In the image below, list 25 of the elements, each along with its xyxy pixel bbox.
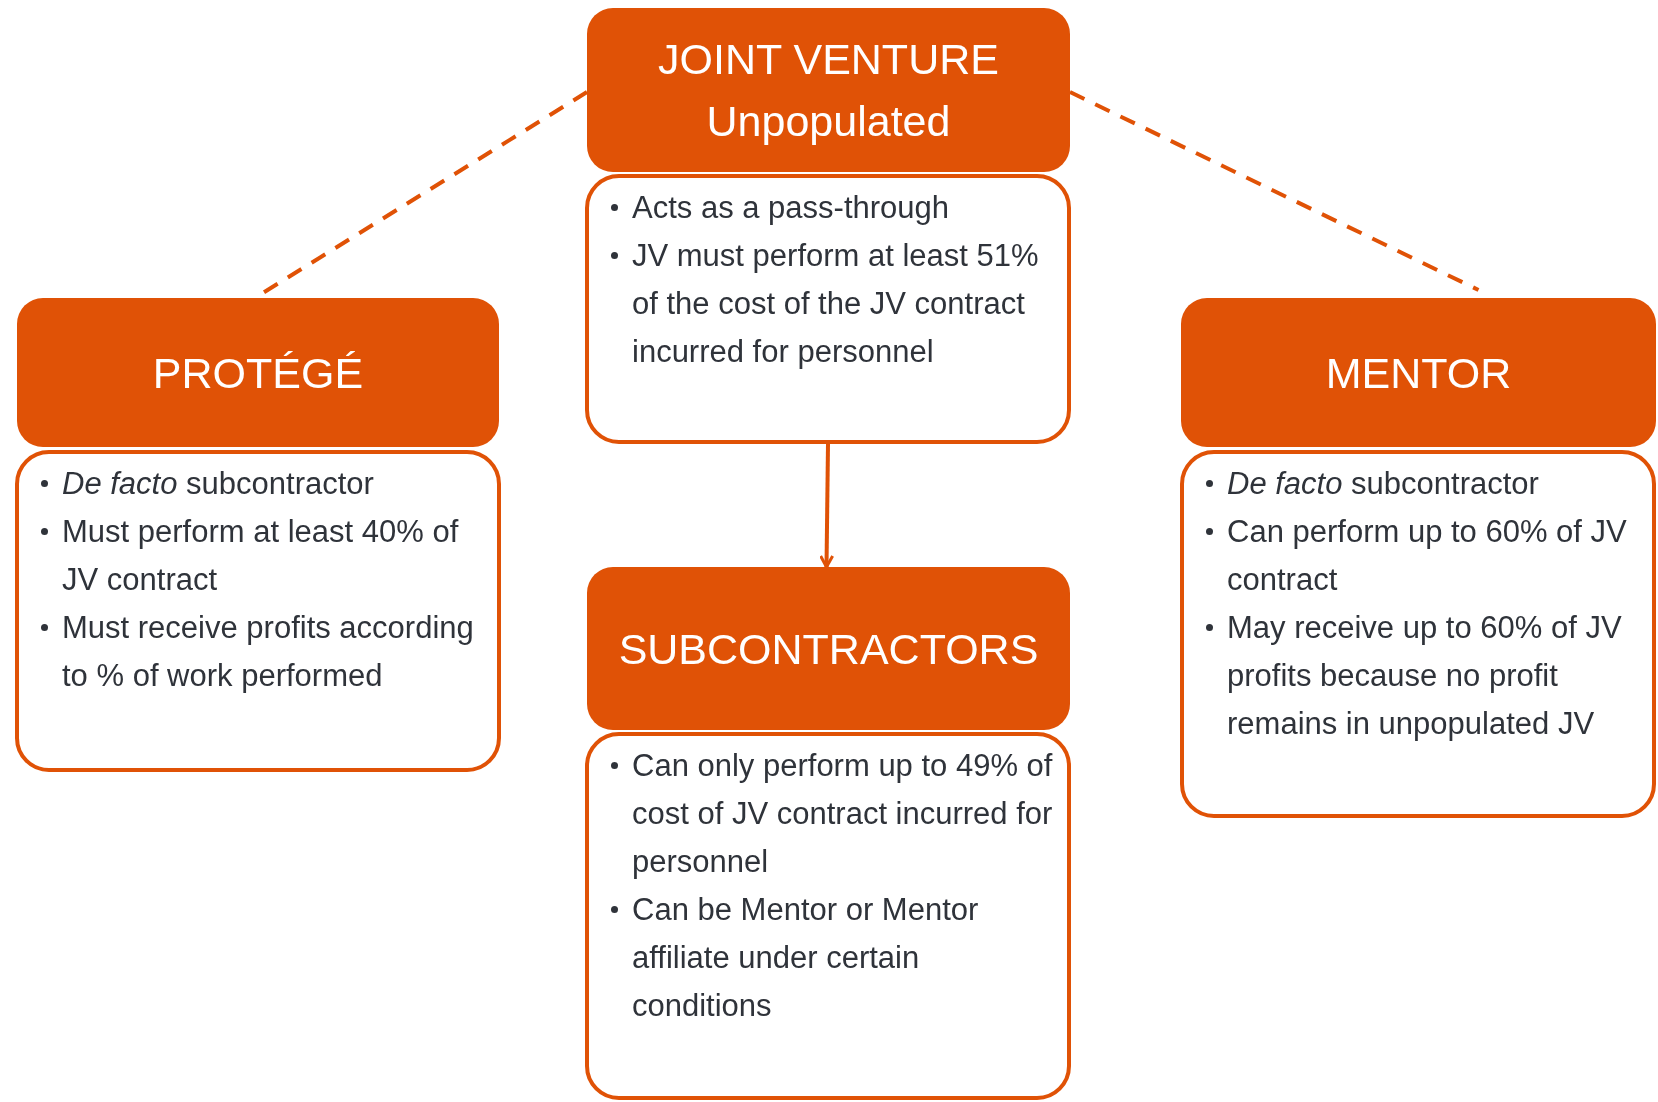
header-text: MENTOR	[1325, 347, 1512, 399]
header-text: JOINT VENTURE	[658, 34, 999, 85]
header-text: PROTÉGÉ	[152, 347, 364, 399]
bullet-text: Can perform up to 60% of JV contract	[1227, 513, 1628, 599]
bullet-box	[585, 732, 1071, 1100]
header-text: Unpopulated	[706, 96, 951, 147]
bullet-text: Acts as a pass-through	[632, 189, 950, 227]
header-box	[587, 8, 1070, 172]
header-text: SUBCONTRACTORS	[618, 623, 1039, 675]
bullet-box	[585, 174, 1071, 444]
bullet-text: De facto subcontractor	[62, 465, 374, 503]
bullet-box	[15, 450, 501, 772]
bullet-text: Can only perform up to 49% of cost of JV contract incurred for personnel	[632, 747, 1053, 881]
bullet-text: Can be Mentor or Mentor affiliate under certain conditions	[632, 891, 980, 1025]
bullet-text: Must perform at least 40% of JV contract	[62, 513, 460, 599]
bullet-text: Must receive profits according to % of work performed	[62, 609, 475, 695]
header-box	[17, 298, 499, 447]
dashed-line	[1069, 90, 1480, 292]
bullet-text: May receive up to 60% of JV profits because no profit remains in unpopulated JV	[1227, 609, 1623, 743]
header-box	[1181, 298, 1656, 447]
bullet-box	[1180, 450, 1656, 818]
arrow	[819, 443, 835, 569]
header-box	[587, 567, 1070, 730]
bullet-text: JV must perform at least 51% of the cost of the JV contract incurred for personnel	[632, 237, 1040, 371]
bullet-text: De facto subcontractor	[1227, 465, 1539, 503]
